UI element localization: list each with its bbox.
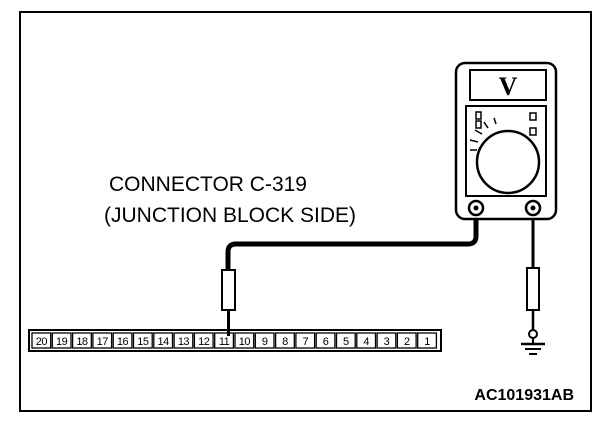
connector-pin-number: 12 bbox=[198, 336, 210, 348]
connector-pin-number: 1 bbox=[424, 336, 430, 348]
connector-pin-cell bbox=[234, 332, 255, 349]
connector-pin-cell bbox=[356, 332, 377, 349]
connector-pin-cell bbox=[396, 332, 417, 349]
test-lead-wire bbox=[225, 208, 479, 270]
connector-label-line1: CONNECTOR C-319 bbox=[109, 173, 307, 196]
test-probe-icon bbox=[221, 269, 236, 336]
connector-pin-cell bbox=[335, 332, 356, 349]
connector-pin-number: 2 bbox=[404, 336, 410, 348]
voltmeter: V bbox=[454, 61, 558, 221]
mode-indicator-left-bottom bbox=[475, 120, 482, 129]
connector-pin-cell bbox=[112, 332, 133, 349]
connector-pin-cell bbox=[71, 332, 92, 349]
connector-pin-cell bbox=[173, 332, 194, 349]
connector-pins: 20 19 18 17 16 15 14 13 12 11 10 9 8 7 6 5 4 3 2 1 bbox=[31, 332, 438, 349]
mode-indicator-right-top bbox=[529, 112, 537, 121]
figure-frame bbox=[19, 11, 592, 412]
range-scale-arc bbox=[469, 117, 497, 151]
connector-pin-number: 18 bbox=[76, 336, 88, 348]
meter-display bbox=[469, 69, 547, 101]
connector-pin-number: 20 bbox=[36, 336, 48, 348]
connector-pin-number: 16 bbox=[117, 336, 129, 348]
connector-pin-cell bbox=[274, 332, 295, 349]
mode-indicator-left-top bbox=[475, 111, 482, 120]
connector-block: 20 19 18 17 16 15 14 13 12 11 10 9 8 7 6 5 4 3 2 1 bbox=[28, 329, 442, 352]
selector-dial-icon bbox=[475, 129, 541, 195]
connector-pin-number: 17 bbox=[97, 336, 109, 348]
connector-pin-cell bbox=[153, 332, 174, 349]
connector-pin-cell bbox=[376, 332, 397, 349]
connector-pin-cell bbox=[193, 332, 214, 349]
connector-pin-cell bbox=[214, 332, 235, 349]
mode-indicator-right-bottom bbox=[529, 127, 537, 136]
connector-pin-cell bbox=[295, 332, 316, 349]
figure-ref-code: AC101931AB bbox=[474, 387, 574, 404]
connector-pin-cell bbox=[51, 332, 72, 349]
ground-symbol-icon bbox=[521, 338, 545, 355]
connector-pin-cell bbox=[92, 332, 113, 349]
connector-pin-number: 14 bbox=[158, 336, 170, 348]
connector-pin-number: 7 bbox=[302, 336, 308, 348]
connector-pin-cell bbox=[254, 332, 275, 349]
connector-pin-cell bbox=[417, 332, 438, 349]
connector-pin-number: 19 bbox=[56, 336, 68, 348]
connector-pin-number: 4 bbox=[363, 336, 369, 348]
ground-probe-icon bbox=[526, 267, 540, 339]
connector-label-line2: (JUNCTION BLOCK SIDE) bbox=[104, 204, 356, 227]
connector-pin-cell bbox=[315, 332, 336, 349]
connector-pin-cell bbox=[132, 332, 153, 349]
meter-unit-label: V bbox=[499, 72, 518, 101]
connector-pin-number: 15 bbox=[137, 336, 149, 348]
connector-pin-cell bbox=[31, 332, 52, 349]
connector-pin-number: 8 bbox=[282, 336, 288, 348]
connector-pin-number: 5 bbox=[343, 336, 349, 348]
connector-pin-number: 11 bbox=[219, 336, 230, 348]
connector-pin-number: 9 bbox=[262, 336, 268, 348]
connector-pin-number: 6 bbox=[323, 336, 329, 348]
connector-pin-number: 3 bbox=[384, 336, 390, 348]
connector-pin-number: 13 bbox=[178, 336, 190, 348]
connector-pin-number: 10 bbox=[239, 336, 251, 348]
